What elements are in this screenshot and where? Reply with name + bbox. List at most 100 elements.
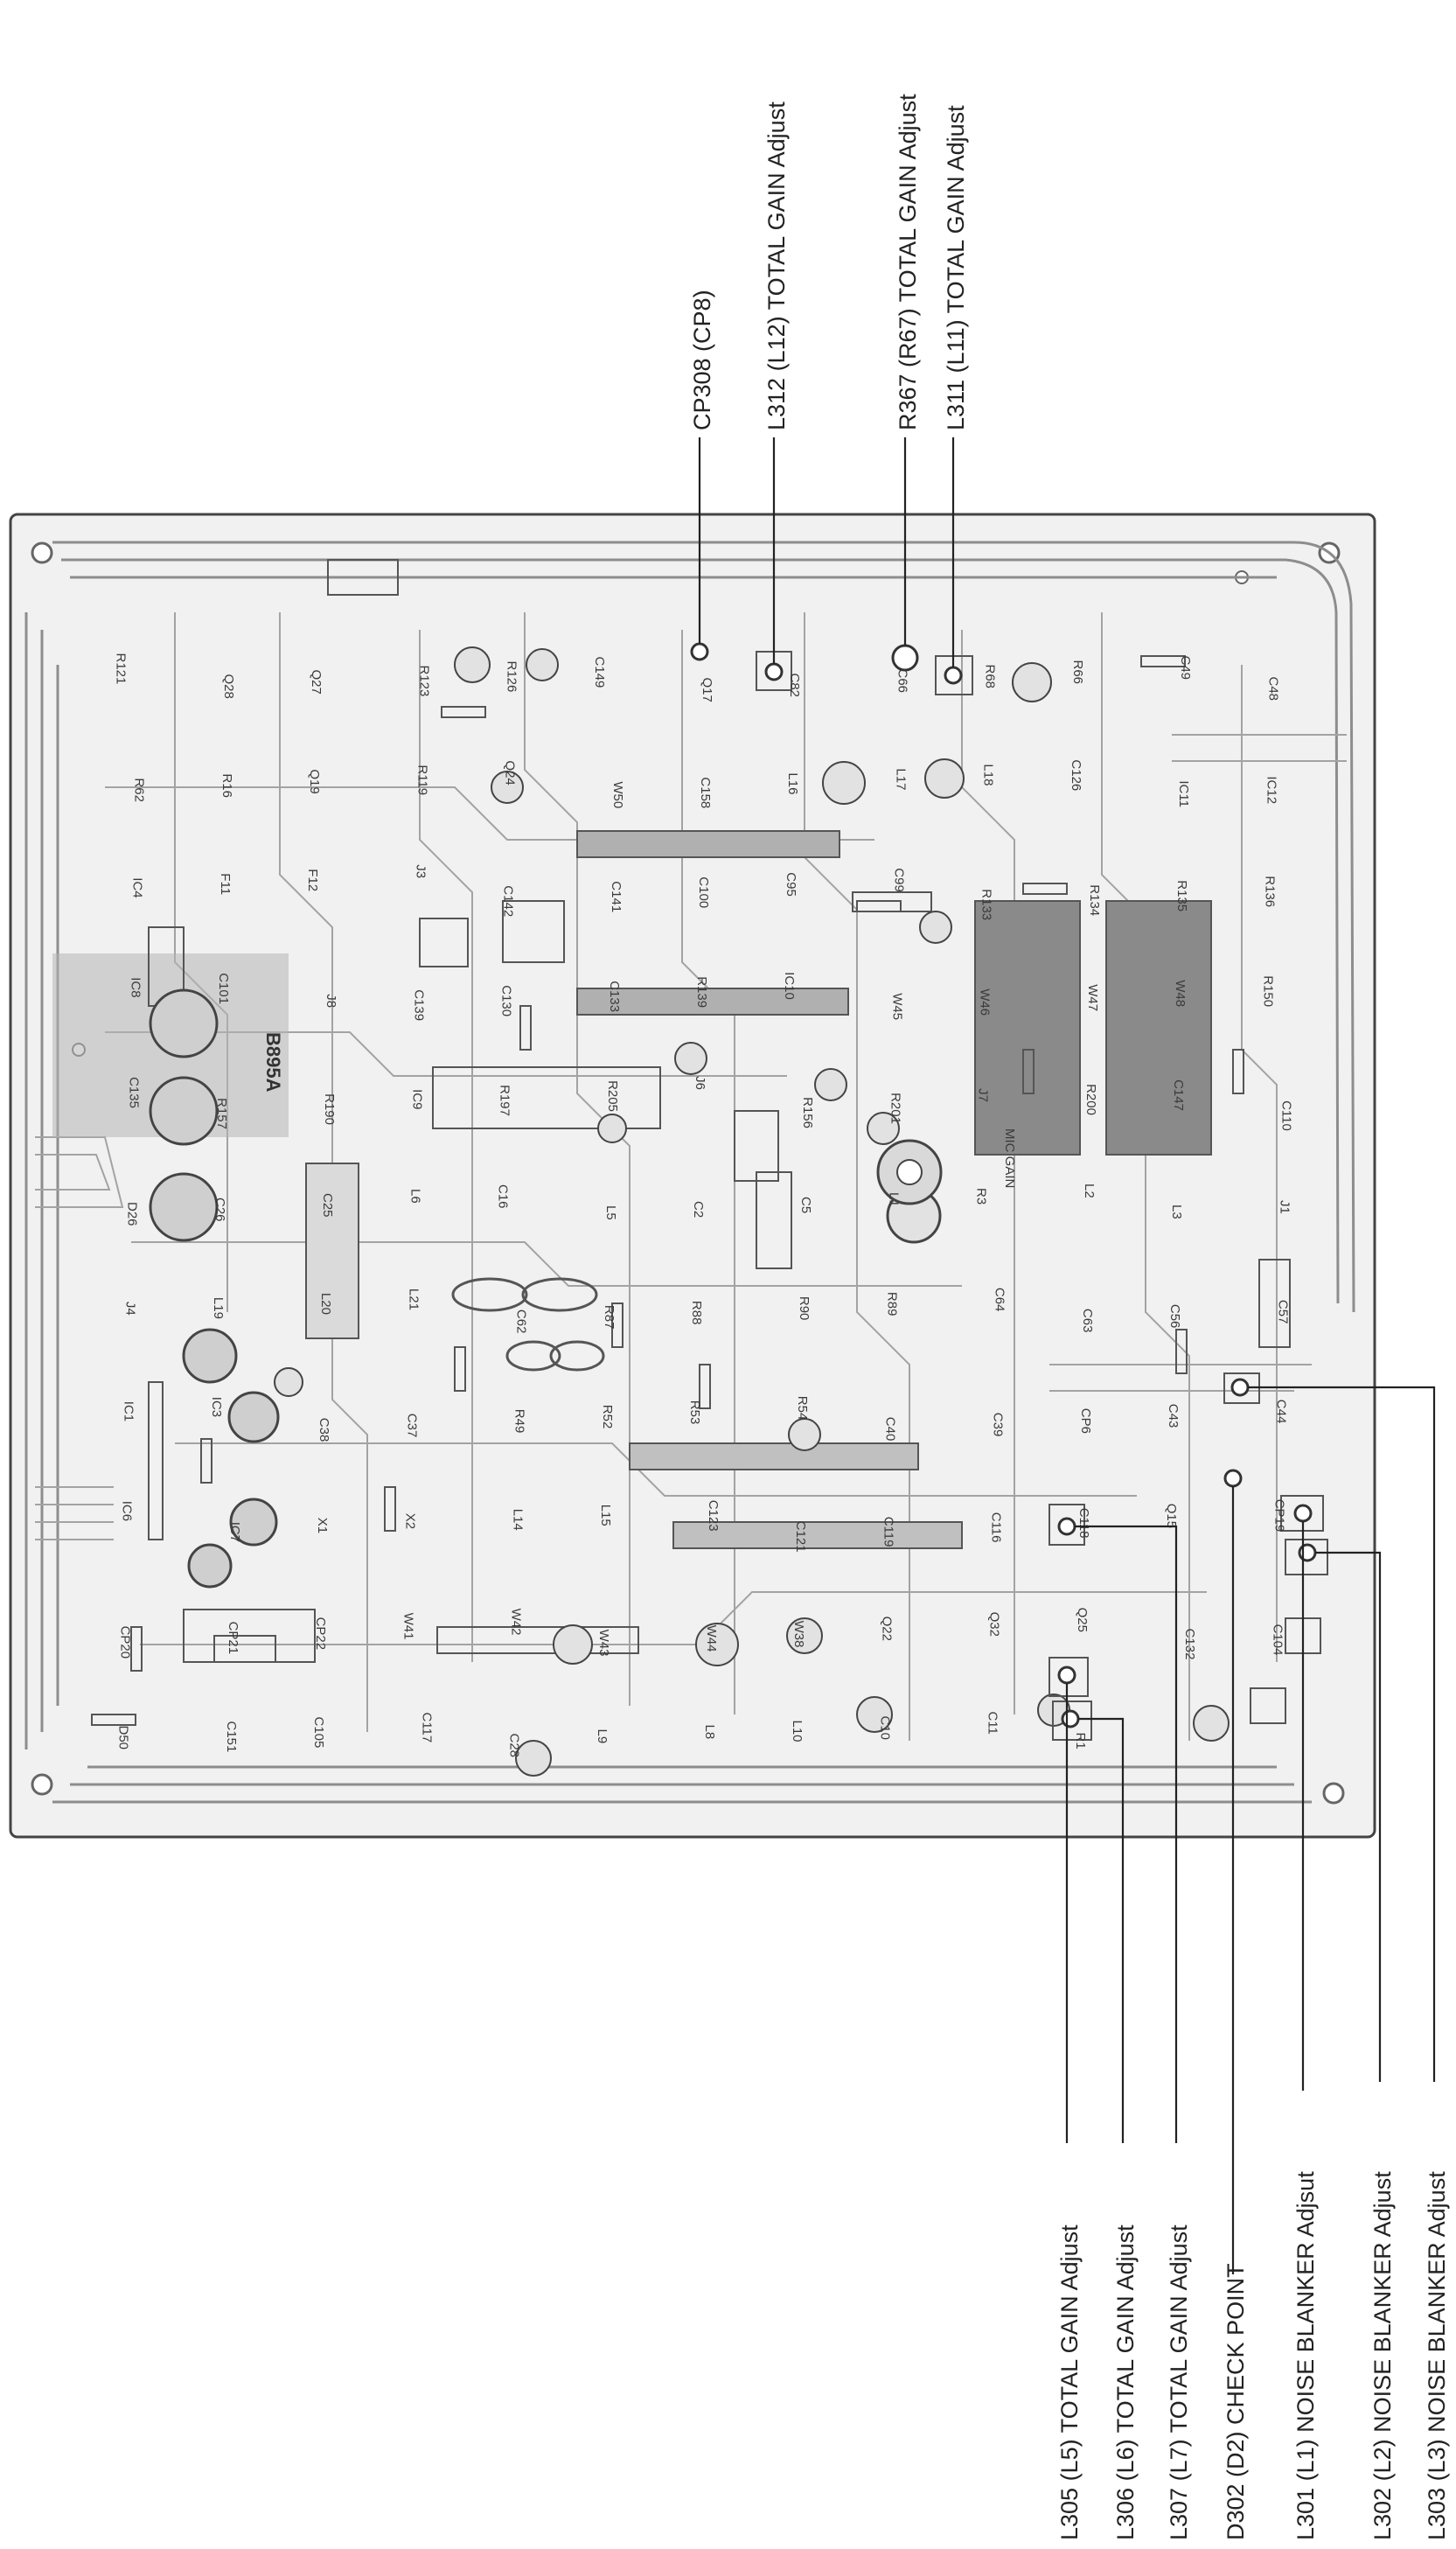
capacitor [491,771,524,804]
designator-q19: Q19 [307,769,322,793]
designator-l15: L15 [598,1505,613,1526]
capacitor [1012,662,1052,702]
callout-label-d302: D302 (D2) CHECK POINT [1223,2263,1249,2540]
ic-package [148,1381,164,1540]
callout-label-l307: L307 (L7) TOTAL GAIN Adjust [1166,2224,1192,2540]
ic-package [419,918,469,967]
mounting-holes [31,541,1345,1805]
mounting-hole [31,541,53,564]
adjust-point-l305 [1057,1666,1076,1685]
callout-label-r367: R367 (R67) TOTAL GAIN Adjust [895,94,921,430]
designator-r52: R52 [600,1405,615,1429]
designator-c158: C158 [698,777,713,808]
designator-l1: L1 [887,1192,902,1207]
callout-d302: D302 (D2) CHECK POINT [1223,1486,1249,2540]
designator-c119: C119 [881,1517,896,1547]
coil [1048,1657,1089,1697]
ic-package [629,1442,919,1470]
designator-c40: C40 [883,1417,898,1442]
designator-r156: R156 [800,1097,815,1128]
designator-l6: L6 [408,1189,422,1204]
capacitor [597,1114,627,1143]
designator-x2: X2 [402,1513,417,1529]
designator-w45: W45 [890,993,905,1020]
designator-c117: C117 [419,1713,434,1743]
designator-c39: C39 [991,1413,1006,1437]
designator-c11: C11 [986,1712,1000,1735]
capacitor [695,1623,739,1666]
designator-l8: L8 [702,1725,717,1740]
designator-c116: C116 [989,1512,1004,1543]
ic-package [213,1635,276,1663]
designator-r53: R53 [687,1400,702,1425]
coil-cans [756,651,1328,1741]
designator-l2: L2 [1082,1184,1097,1198]
designator-w48: W48 [1173,980,1188,1007]
designator-r49: R49 [512,1409,527,1434]
designator-ic12: IC12 [1264,776,1278,804]
pcb-traces [24,541,1355,1804]
designator-w43: W43 [596,1630,611,1657]
designator-c151: C151 [224,1721,239,1753]
capacitor [1193,1705,1230,1742]
designator-c132: C132 [1182,1629,1197,1660]
adjust-point-r367 [891,644,919,672]
designator-c5: C5 [798,1197,813,1213]
mic-gain-label: MIC GAIN [1002,1128,1017,1188]
circuit-board: B895A [9,513,1376,1839]
ic-package [327,559,399,596]
designator-w38: W38 [791,1621,806,1648]
ic-package [436,1626,639,1654]
designator-c118: C118 [1076,1508,1091,1539]
capacitor [182,1328,238,1384]
designator-c101: C101 [216,973,231,1004]
designator-c10: C10 [878,1716,893,1741]
designator-d26: D26 [125,1202,140,1226]
capacitor [515,1740,552,1777]
designator-l17: L17 [894,768,909,790]
adjust-point-cp308 [690,642,709,661]
designator-r121: R121 [114,653,129,685]
callout-l301: L301 (L1) NOISE BLANKER Adjsut [1292,1521,1319,2540]
designator-c149: C149 [592,657,607,688]
designator-ic6: IC6 [120,1501,135,1521]
designator-q15: Q15 [1164,1504,1179,1528]
designator-l10: L10 [790,1721,805,1742]
designator-c48: C48 [1265,677,1280,702]
ic-package [734,1110,779,1182]
designator-c147: C147 [1171,1079,1186,1111]
ic-package [756,1171,792,1269]
mounting-hole [31,1773,53,1796]
resistor [611,1302,624,1348]
resistor [200,1438,212,1484]
board-part-number: B895A [262,1032,284,1093]
designator-c104: C104 [1270,1624,1285,1656]
coil [1285,1539,1328,1575]
designator-r68: R68 [983,665,998,689]
designator-l14: L14 [511,1509,526,1531]
designator-c66: C66 [895,669,910,694]
designator-l5: L5 [603,1205,618,1220]
designator-c105: C105 [311,1717,326,1749]
coil [1052,1700,1092,1741]
ic-package [974,900,1081,1156]
designator-c16: C16 [496,1184,511,1209]
designator-d50: D50 [116,1726,131,1750]
adjust-point-l306 [1061,1709,1080,1728]
resistor [856,900,902,912]
designator-c43: C43 [1166,1404,1181,1428]
designator-w44: W44 [704,1625,719,1652]
resistor [699,1364,711,1409]
capacitor [454,646,491,683]
capacitor [274,1367,303,1397]
capacitor [187,1543,233,1589]
adjust-point-l311 [944,666,963,685]
designator-r200: R200 [1083,1084,1098,1115]
crystal [505,1340,561,1372]
coil [1250,1687,1286,1724]
adjust-point-d302 [1223,1469,1243,1488]
capacitor [822,761,866,805]
ic-package [672,1521,963,1549]
callout-label-l312: L312 (L12) TOTAL GAIN Adjust [763,101,790,430]
designator-w42: W42 [509,1609,524,1636]
